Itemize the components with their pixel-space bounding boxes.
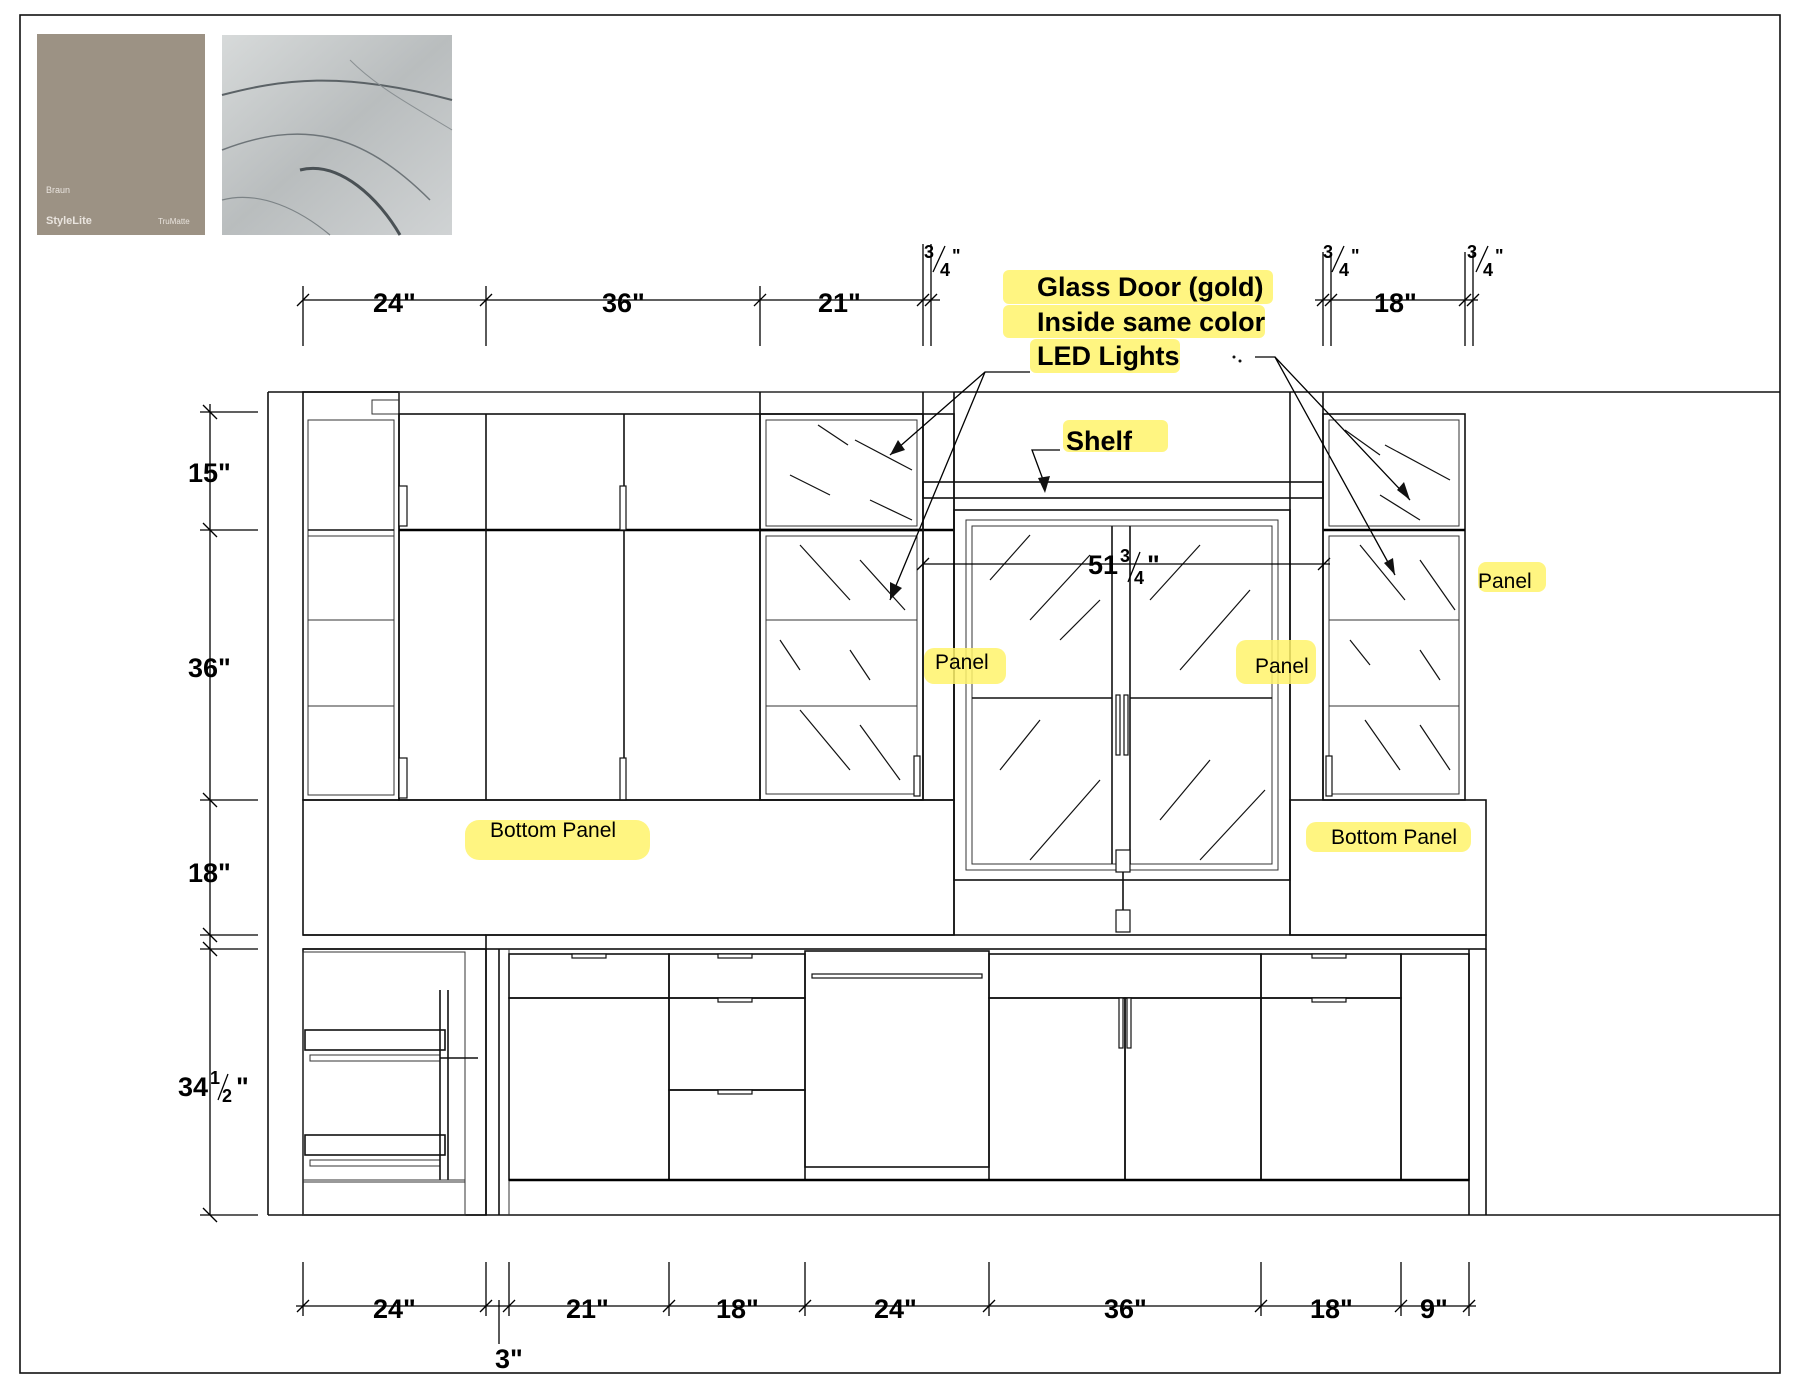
dim-top-21: 21" [818,288,861,318]
svg-text:3: 3 [1467,242,1477,262]
svg-text:4: 4 [1134,568,1144,588]
dim-side-36: 36" [188,653,231,683]
svg-text:3: 3 [1323,242,1333,262]
door [1260,997,1402,1181]
svg-text:1: 1 [210,1068,220,1088]
faucet-icon [1115,849,1131,873]
dim-top-three-quarter-a: 3 4 " [924,242,961,280]
dim-window-width: 51 3 4 " [1088,546,1160,588]
dim-top-three-quarter-b: 3 4 " [1323,242,1360,280]
dim-bottom-36: 36" [1104,1294,1147,1324]
top-dimension-line [296,244,1480,571]
note-shelf: Shelf [1066,426,1133,456]
note-glass-door: Glass Door (gold) [1037,272,1264,302]
note-panel-left: Panel [935,651,989,674]
svg-text:": " [1495,246,1504,266]
svg-text:4: 4 [1339,260,1349,280]
swatch-cabinet-finish: TruMatte [158,217,190,226]
dim-top-18: 18" [1374,288,1417,318]
cabinet-pull [1325,755,1333,797]
door [1124,997,1262,1181]
dim-bottom-18b: 18" [1310,1294,1353,1324]
svg-text:": " [236,1072,249,1102]
dim-bottom-18a: 18" [716,1294,759,1324]
dishwasher [804,950,990,1168]
door [508,997,670,1181]
svg-text:51: 51 [1088,550,1118,580]
note-panel-right: Panel [1478,570,1532,593]
swatch-countertop [221,35,453,236]
note-inside-color: Inside same color [1037,307,1266,337]
marble-vein [221,133,431,201]
dim-bottom-9: 9" [1420,1294,1448,1324]
dim-side-15: 15" [188,458,231,488]
tall-open-shelf-unit [302,391,400,801]
cabinet-pull [619,757,627,801]
svg-text:2: 2 [222,1086,232,1106]
marble-vein [221,79,453,101]
window-shelf [922,481,1324,499]
drawer [668,1089,806,1181]
svg-text:4: 4 [1483,260,1493,280]
filler-cabinet [1400,953,1470,1181]
drawer [1260,953,1402,999]
marble-vein [349,59,453,131]
dim-top-24: 24" [373,288,416,318]
svg-text:": " [952,246,961,266]
svg-text:4: 4 [940,260,950,280]
note-panel-center: Panel [1255,655,1309,678]
note-bottom-panel-right: Bottom Panel [1331,826,1457,849]
dim-side-18: 18" [188,858,231,888]
sheet-border [19,14,1781,1374]
base-cabinets [508,949,1487,1215]
swatch-cabinet: Braun StyleLite TruMatte [37,34,205,235]
glass-cabinet-right [1322,413,1466,801]
swatch-cabinet-fill [37,34,205,235]
swatch-countertop-fill [222,35,452,235]
glass-cabinet-left [759,413,924,801]
marble-vein [221,196,331,236]
note-led-lights: LED Lights [1037,341,1180,371]
drawer [668,953,806,999]
cabinet-pull [398,485,408,527]
dim-top-36: 36" [602,288,645,318]
bottom-dimension-line [296,1262,1476,1344]
note-bottom-panel-left: Bottom Panel [490,819,616,842]
sink-false-front [988,953,1262,999]
swatch-cabinet-brand: StyleLite [46,215,92,227]
lower-pullout-unit [302,948,510,1216]
svg-text:3: 3 [924,242,934,262]
cabinet-pull [619,485,627,531]
highlights [465,270,1546,860]
drawer [668,997,806,1091]
dishwasher-handle [811,973,983,979]
dim-bottom-24: 24" [373,1294,416,1324]
leader-arrows [889,355,1411,601]
door [988,997,1126,1181]
dim-bottom-3: 3" [495,1344,523,1374]
dim-bottom-21: 21" [566,1294,609,1324]
dim-top-three-quarter-c: 3 4 " [1467,242,1504,280]
svg-text:": " [1351,246,1360,266]
cabinet-pull [571,953,607,959]
marble-vein [299,167,402,236]
swatch-cabinet-name: Braun [46,185,70,195]
svg-text:34: 34 [178,1072,208,1102]
dim-side-34-half: 34 1 2 " [178,1068,249,1106]
svg-text:3: 3 [1120,546,1130,566]
cabinet-pull [398,757,408,799]
dim-bottom-24b: 24" [874,1294,917,1324]
drawer [508,953,670,999]
cabinet-pull [913,755,921,797]
svg-text:": " [1147,550,1160,580]
side-dimension-line [200,404,258,1223]
countertop [485,934,1487,950]
